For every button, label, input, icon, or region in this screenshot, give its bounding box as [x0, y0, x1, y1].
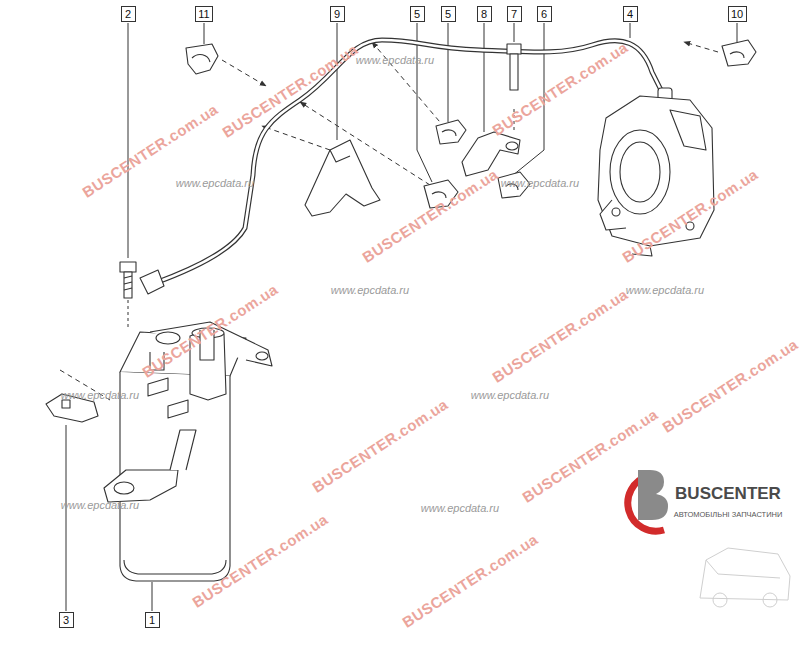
- watermark: BUSCENTER.com.ua: [359, 165, 501, 265]
- logo-text: АВТОМОБІЛЬНІ ЗАПЧАСТИНИ: [674, 510, 783, 519]
- callout-number: 5: [414, 8, 420, 20]
- logo-text: BUSCENTER: [675, 484, 781, 504]
- callout-box: 5: [441, 6, 456, 22]
- site-watermark: www.epcdata.ru: [501, 177, 579, 189]
- watermark: BUSCENTER.com.ua: [399, 530, 541, 630]
- callout-box: 3: [59, 612, 74, 628]
- site-watermark: www.epcdata.ru: [626, 284, 704, 296]
- callout-box: 5: [410, 6, 425, 22]
- site-watermark: www.epcdata.ru: [471, 389, 549, 401]
- callout-number: 3: [63, 614, 69, 626]
- watermark: BUSCENTER.com.ua: [659, 335, 800, 435]
- callout-number: 8: [481, 8, 487, 20]
- callout-number: 7: [511, 8, 517, 20]
- watermark: BUSCENTER.com.ua: [309, 395, 451, 495]
- callout-box: 1: [145, 612, 160, 628]
- callout-number: 1: [149, 614, 155, 626]
- logo-mark: [628, 470, 790, 607]
- callout-box: 10: [728, 6, 747, 22]
- watermark: BUSCENTER.com.ua: [189, 510, 331, 610]
- site-watermark: www.epcdata.ru: [421, 502, 499, 514]
- callout-number: 4: [627, 8, 633, 20]
- callout-number: 10: [731, 8, 743, 20]
- site-watermark: www.epcdata.ru: [356, 54, 434, 66]
- callout-box: 9: [330, 6, 345, 22]
- callout-number: 5: [445, 8, 451, 20]
- callout-number: 2: [125, 8, 131, 20]
- site-watermark: www.epcdata.ru: [61, 389, 139, 401]
- watermark: BUSCENTER.com.ua: [219, 40, 361, 140]
- callout-number: 6: [541, 8, 547, 20]
- watermark: BUSCENTER.com.ua: [489, 38, 631, 138]
- watermark: BUSCENTER.com.ua: [489, 285, 631, 385]
- site-watermark: www.epcdata.ru: [331, 284, 409, 296]
- watermark: BUSCENTER.com.ua: [519, 405, 661, 505]
- callout-number: 9: [334, 8, 340, 20]
- callout-box: 2: [121, 6, 136, 22]
- callout-number: 11: [198, 8, 209, 20]
- callout-box: 11: [195, 6, 213, 22]
- callout-box: 4: [623, 6, 638, 22]
- callout-box: 6: [537, 6, 552, 22]
- callout-box: 7: [507, 6, 522, 22]
- watermark: BUSCENTER.com.ua: [139, 280, 281, 380]
- callout-box: 8: [477, 6, 492, 22]
- site-watermark: www.epcdata.ru: [61, 499, 139, 511]
- watermark: BUSCENTER.com.ua: [619, 165, 761, 265]
- site-watermark: www.epcdata.ru: [176, 177, 254, 189]
